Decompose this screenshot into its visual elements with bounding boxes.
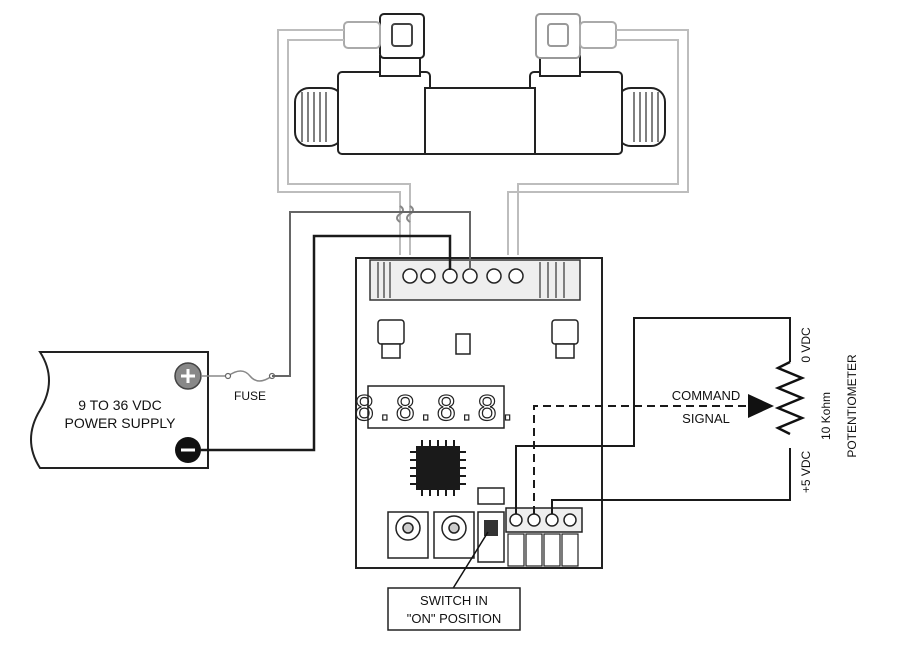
fuse-icon xyxy=(227,370,273,382)
command-label: COMMAND xyxy=(672,388,741,403)
dip-switch-housing xyxy=(477,511,505,563)
power-supply: 9 TO 36 VDC POWER SUPPLY xyxy=(30,351,209,469)
screw-terminal xyxy=(462,268,478,284)
trim-potentiometers xyxy=(387,511,475,559)
negative-wire xyxy=(201,234,452,452)
switch-callout-line2: "ON" POSITION xyxy=(407,611,501,626)
trim-pot-center xyxy=(402,522,414,534)
pot-value-label: 10 Kohm xyxy=(819,392,833,440)
switch-callout-box xyxy=(387,587,521,631)
screw-terminal xyxy=(527,513,541,527)
power-supply-body xyxy=(30,351,209,469)
screw-terminal xyxy=(420,268,436,284)
chip-pins xyxy=(410,440,466,496)
screw-terminal xyxy=(563,513,577,527)
terminal-strip-ribs xyxy=(377,262,565,298)
left-connector-socket xyxy=(391,23,413,47)
valve-left-coil xyxy=(337,71,431,155)
dip-switch-top xyxy=(477,487,505,505)
controller-board: 8.8.8.8. xyxy=(354,257,603,569)
positive-wire xyxy=(272,211,471,377)
signal-label: SIGNAL xyxy=(682,411,730,426)
chip-body xyxy=(416,446,460,490)
solenoid-valve xyxy=(294,13,666,155)
transistor-right-base xyxy=(555,343,575,359)
switch-callout-line1: SWITCH IN xyxy=(420,593,488,608)
screw-terminal xyxy=(402,268,418,284)
small-component xyxy=(455,333,471,355)
display-digits-icon: 8.8.8.8. xyxy=(354,389,518,429)
plus-icon xyxy=(174,362,202,390)
power-wires xyxy=(201,211,471,452)
switch-callout-leader xyxy=(451,531,489,591)
potentiometer-wiring xyxy=(515,317,791,514)
screw-terminal xyxy=(508,268,524,284)
pot-0vdc-wire xyxy=(515,317,791,514)
top-screw-terminals xyxy=(402,268,524,284)
screw-terminal xyxy=(509,513,523,527)
power-supply-label: POWER SUPPLY xyxy=(65,415,177,431)
minus-icon xyxy=(175,437,201,463)
transistor-left-base xyxy=(381,343,401,359)
potentiometer-resistor-icon xyxy=(774,360,806,436)
bottom-screw-terminals xyxy=(509,513,577,527)
dip-switch-lever xyxy=(484,520,498,536)
pot-top-terminal-label: 0 VDC xyxy=(799,327,813,363)
transistor-right xyxy=(551,319,579,345)
valve-body xyxy=(424,87,536,155)
right-connector-socket xyxy=(547,23,569,47)
dip-switch xyxy=(477,487,505,563)
board-components xyxy=(377,319,579,359)
left-cable-gland xyxy=(343,21,381,49)
pot-5vdc-wire xyxy=(551,448,791,514)
wiper-arrow-icon xyxy=(748,394,774,418)
pot-bottom-terminal-label: +5 VDC xyxy=(799,450,813,493)
screw-terminal xyxy=(442,268,458,284)
right-cap-ribs xyxy=(633,92,659,142)
fuse-label: FUSE xyxy=(234,389,266,403)
right-cable-gland xyxy=(579,21,617,49)
seven-segment-display xyxy=(367,385,505,429)
command-signal-wire xyxy=(533,405,748,514)
left-cap-ribs xyxy=(301,92,327,142)
power-supply-voltage: 9 TO 36 VDC xyxy=(78,397,162,413)
valve-right-coil xyxy=(529,71,623,155)
screw-terminal xyxy=(545,513,559,527)
bottom-terminal-legend-blocks xyxy=(507,533,579,567)
microcontroller-chip xyxy=(410,440,466,496)
trim-pot-center xyxy=(448,522,460,534)
screw-terminal xyxy=(486,268,502,284)
transistor-left xyxy=(377,319,405,345)
pot-name-label: POTENTIOMETER xyxy=(845,354,859,458)
